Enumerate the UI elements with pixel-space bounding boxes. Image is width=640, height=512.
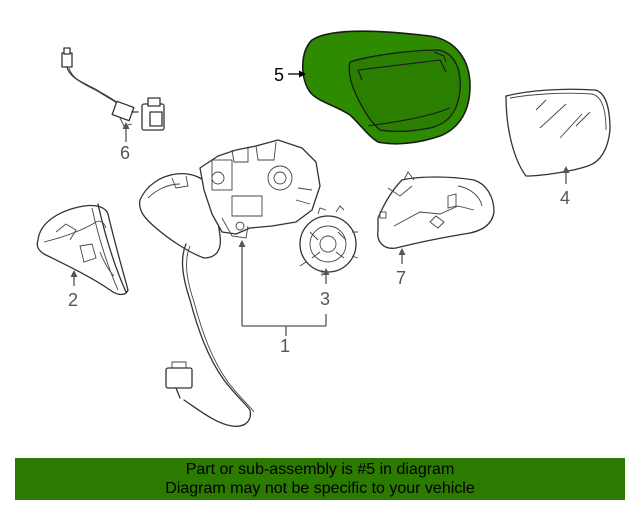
callout-7-label: 7: [396, 268, 406, 288]
fitment-notice-line-2: Diagram may not be specific to your vehi…: [165, 480, 475, 497]
callout-3-pointer: [322, 268, 330, 284]
fitment-notice-line-1: Part or sub-assembly is #5 in diagram: [185, 461, 455, 478]
part-1-mirror-assembly[interactable]: [138, 139, 321, 427]
callout-1-label: 1: [280, 336, 290, 356]
part-5-mirror-cover[interactable]: [301, 30, 471, 145]
callout-2-pointer: [70, 270, 78, 286]
part-2-turn-signal-lamp[interactable]: [36, 203, 129, 296]
callout-4-pointer: [562, 166, 570, 184]
part-4-mirror-glass[interactable]: [505, 88, 611, 177]
callout-5-label: 5: [274, 65, 284, 85]
part-7-lower-cover[interactable]: [377, 171, 495, 249]
callout-6-label: 6: [120, 143, 130, 163]
callout-4-label: 4: [560, 188, 570, 208]
callout-3-label: 3: [320, 289, 330, 309]
part-3-mirror-motor[interactable]: [299, 205, 359, 276]
parts-diagram: 5 6 4 2: [36, 30, 611, 427]
fitment-notice-banner: Part or sub-assembly is #5 in diagram Di…: [15, 458, 625, 500]
callout-5-pointer: [288, 70, 306, 78]
callout-1-bracket: [238, 240, 327, 336]
callout-6-pointer: [122, 122, 130, 142]
callout-7-pointer: [398, 248, 406, 264]
part-6-wiring-connector[interactable]: [61, 47, 165, 131]
callout-2-label: 2: [68, 290, 78, 310]
